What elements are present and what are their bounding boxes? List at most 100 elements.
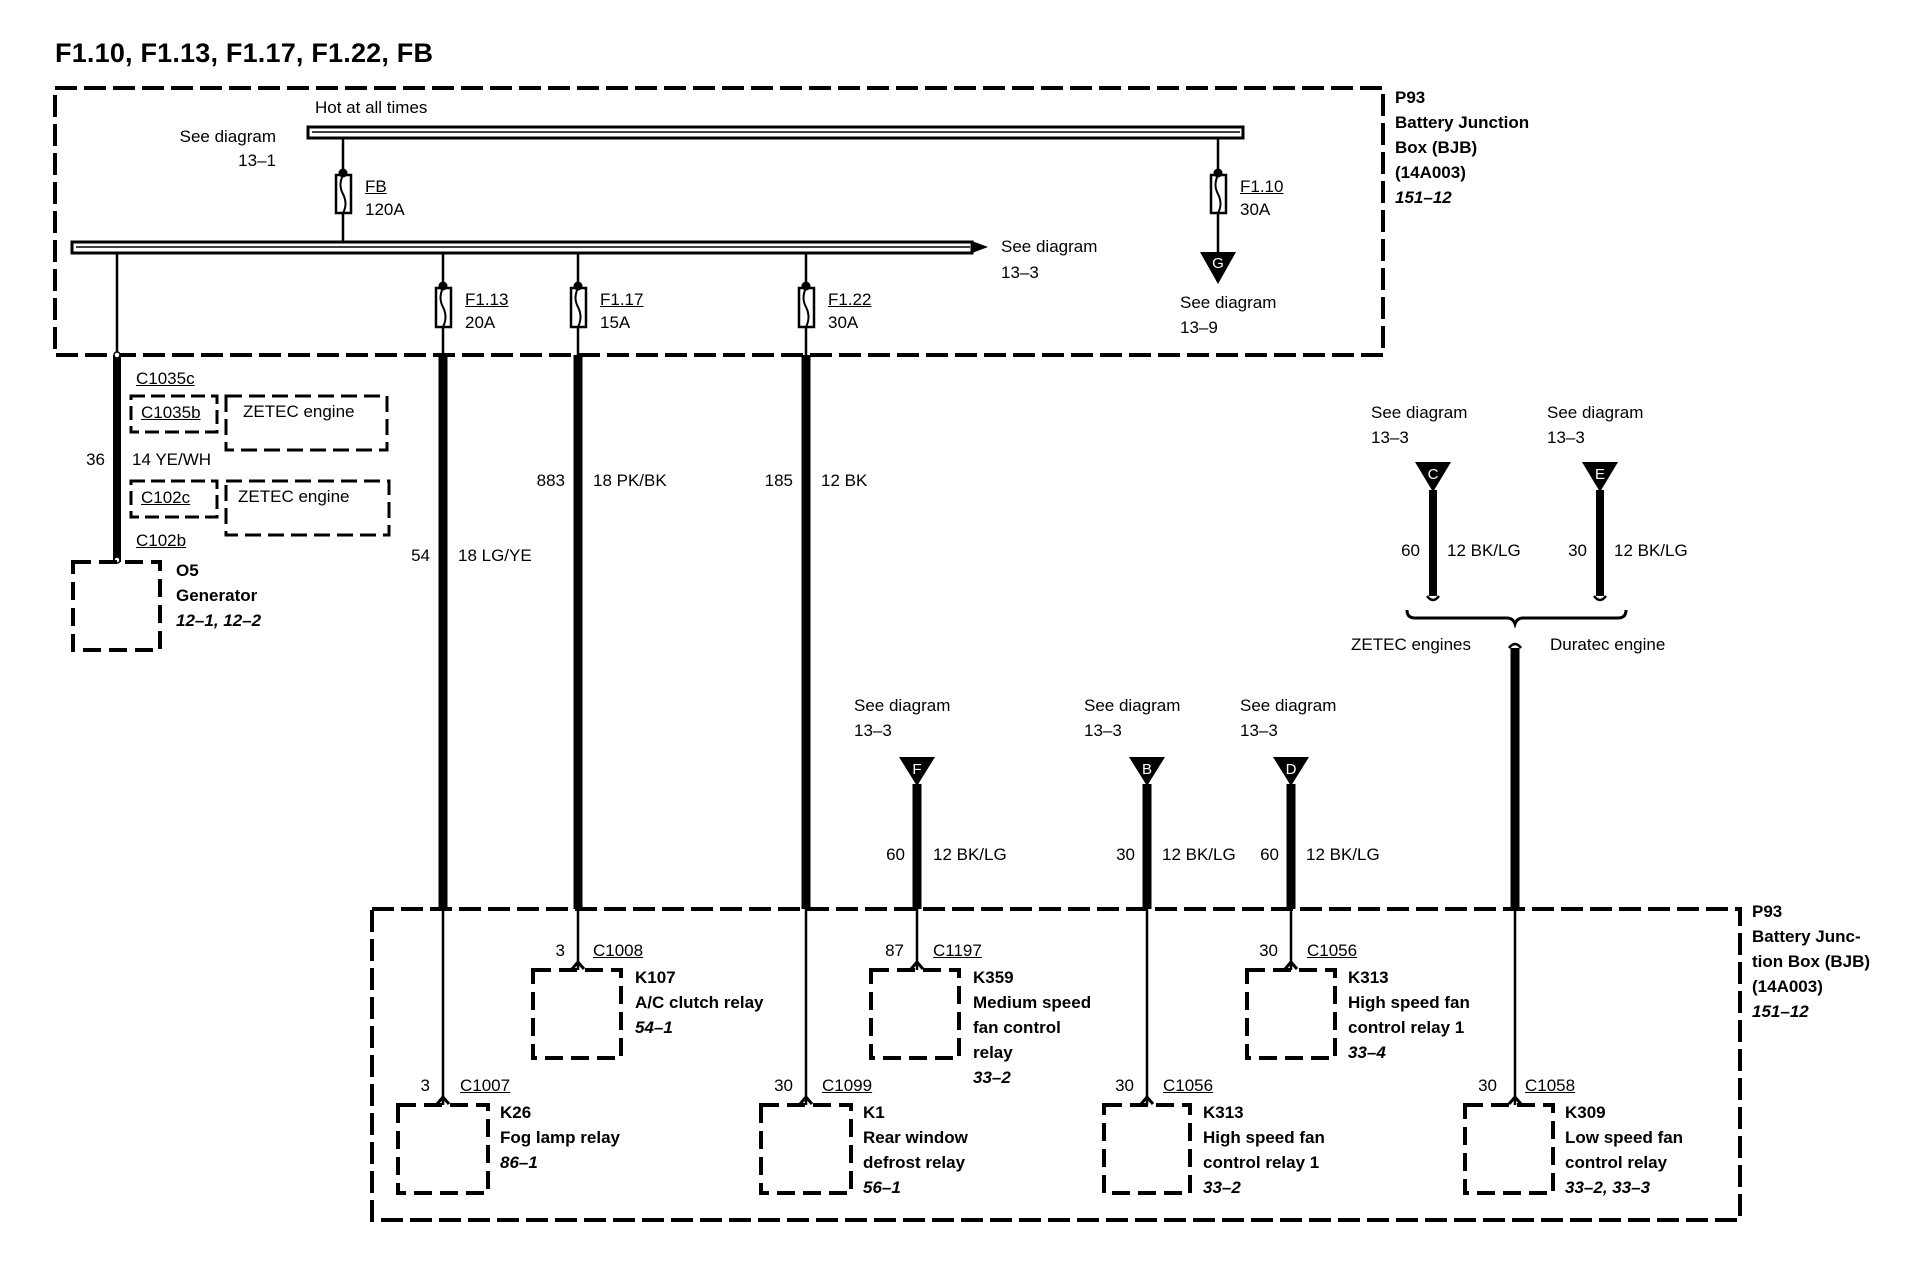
fuse-f1-22-name: F1.22 (828, 290, 872, 309)
d-see-diagram: See diagram (1240, 696, 1337, 715)
relay-k359-connector: C1197 (933, 941, 982, 960)
relay-k309-connector: C1058 (1525, 1076, 1576, 1095)
fuse-f1-17-name: F1.17 (600, 290, 644, 309)
diagram-title: F1.10, F1.13, F1.17, F1.22, FB (55, 38, 434, 68)
hot-see-diagram: See diagram (179, 127, 276, 146)
relay-k1-name-1: Rear window (863, 1128, 968, 1147)
fuse-f1-22 (797, 253, 816, 355)
bus-see-diagram: See diagram (1001, 237, 1098, 256)
relay-k107-ref: 54–1 (635, 1018, 673, 1037)
e-see-diagram-num: 13–3 (1547, 428, 1585, 447)
relay-k313-upper-pin: 30 (1259, 941, 1278, 960)
fuse-f1-13-name: F1.13 (465, 290, 509, 309)
wire-14-ye-wh: 14 YE/WH (132, 450, 212, 469)
relay-k359-name-2: fan control (973, 1018, 1061, 1037)
connector-b-triangle (1129, 757, 1165, 786)
top-bjb-name-2: Box (BJB) (1395, 138, 1478, 157)
relay-k309-pin: 30 (1478, 1076, 1497, 1095)
relay-k1-box (759, 1103, 853, 1195)
relay-k313-lower-name-2: control relay 1 (1203, 1153, 1320, 1172)
hot-see-diagram-num: 13–1 (238, 151, 276, 170)
wire-12-bk-lg-b: 12 BK/LG (1162, 845, 1236, 864)
connector-c102b: C102b (136, 531, 187, 550)
connector-c102c: C102c (141, 488, 191, 507)
connector-b-letter: B (1142, 761, 1152, 778)
relay-k313-lower-name-1: High speed fan (1203, 1128, 1325, 1147)
relay-k26-connector: C1007 (460, 1076, 511, 1095)
relay-k359-box (869, 968, 961, 1060)
relay-k359-name-3: relay (973, 1043, 1013, 1062)
d-see-diagram-num: 13–3 (1240, 721, 1278, 740)
relay-k313-box-lower (1102, 1103, 1192, 1195)
connector-e-triangle (1582, 462, 1618, 492)
relay-k107-box (531, 968, 623, 1060)
wire-12-bk-lg-f: 12 BK/LG (933, 845, 1007, 864)
relay-k107-id: K107 (635, 968, 676, 987)
bottom-bjb-boundary (370, 907, 1742, 1222)
relay-k313-box-upper (1245, 968, 1337, 1060)
fuse-f1-13-rating: 20A (465, 313, 496, 332)
relay-k313-upper-connector: C1056 (1307, 941, 1358, 960)
top-bjb-id: P93 (1395, 88, 1426, 107)
wire-18-lg-ye: 18 LG/YE (458, 546, 532, 565)
relay-k309-name-1: Low speed fan (1565, 1128, 1684, 1147)
c1035b-box (129, 394, 219, 434)
bottom-bjb-name-2: tion Box (BJB) (1752, 952, 1871, 971)
relay-k309-ref: 33–2, 33–3 (1565, 1178, 1651, 1197)
circuit-883: 883 (536, 471, 565, 490)
relay-k309-id: K309 (1565, 1103, 1606, 1122)
circuit-60-f: 60 (886, 845, 905, 864)
connector-f-triangle (899, 757, 935, 786)
b-see-diagram-num: 13–3 (1084, 721, 1122, 740)
relay-k309-name-2: control relay (1565, 1153, 1668, 1172)
zetec-note-box-1 (224, 394, 389, 452)
engine-brace (1405, 609, 1628, 629)
circuit-54: 54 (411, 546, 430, 565)
circuit-60-c: 60 (1401, 541, 1420, 560)
circuit-185: 185 (764, 471, 793, 490)
relay-k107-pin: 3 (555, 941, 565, 960)
connector-c-triangle (1415, 462, 1451, 492)
fuse-f1-10-rating: 30A (1240, 200, 1271, 219)
wire-12-bk: 12 BK (821, 471, 868, 490)
zetec-note-2: ZETEC engine (238, 487, 350, 506)
relay-k1-id: K1 (863, 1103, 885, 1122)
relay-k26-ref: 86–1 (500, 1153, 538, 1172)
bottom-bjb-ref: 151–12 (1752, 1002, 1809, 1021)
connector-g-triangle (1200, 252, 1236, 284)
relay-k359-ref: 33–2 (973, 1068, 1011, 1087)
zetec-engines-label: ZETEC engines (1351, 635, 1471, 654)
connector-c1035b: C1035b (141, 403, 201, 422)
connector-c-letter: C (1428, 466, 1439, 483)
top-bjb-ref: 151–12 (1395, 188, 1452, 207)
c102c-box (129, 479, 219, 519)
e-see-diagram: See diagram (1547, 403, 1644, 422)
relay-k313-lower-connector: C1056 (1163, 1076, 1214, 1095)
relay-k359-name-1: Medium speed (973, 993, 1092, 1012)
bottom-bjb-part: (14A003) (1752, 977, 1823, 996)
duratec-engine-label: Duratec engine (1550, 635, 1666, 654)
wire-12-bk-lg-e: 12 BK/LG (1614, 541, 1688, 560)
bus-see-diagram-num: 13–3 (1001, 263, 1039, 282)
relay-k107-name: A/C clutch relay (635, 993, 764, 1012)
relay-k26-id: K26 (500, 1103, 532, 1122)
top-bjb-boundary (53, 86, 1385, 357)
hot-at-all-times-label: Hot at all times (315, 98, 428, 117)
c-see-diagram: See diagram (1371, 403, 1468, 422)
relay-k313-lower-pin: 30 (1115, 1076, 1134, 1095)
bus-arrow (972, 241, 988, 253)
fuse-f1-17 (569, 253, 588, 355)
fuse-f1-13 (434, 253, 453, 355)
g-see-diagram-num: 13–9 (1180, 318, 1218, 337)
connector-f-letter: F (912, 761, 921, 778)
generator-id: O5 (176, 561, 199, 580)
relay-k313-upper-id: K313 (1348, 968, 1389, 987)
relay-k313-upper-name-1: High speed fan (1348, 993, 1470, 1012)
generator-name: Generator (176, 586, 258, 605)
relay-k313-lower-ref: 33–2 (1203, 1178, 1241, 1197)
f-see-diagram-num: 13–3 (854, 721, 892, 740)
circuit-36: 36 (86, 450, 105, 469)
connector-d-letter: D (1286, 761, 1297, 778)
f-see-diagram: See diagram (854, 696, 951, 715)
